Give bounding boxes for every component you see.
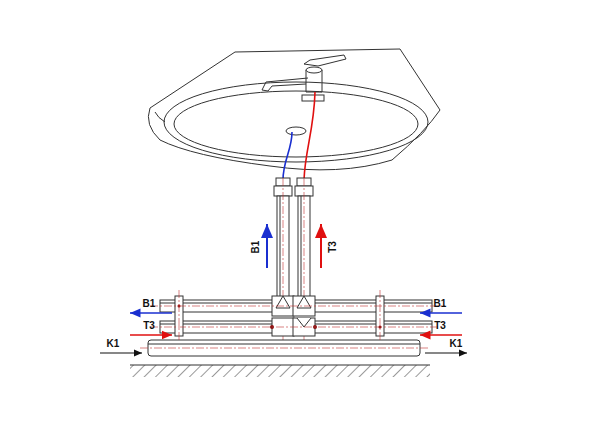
pipe-label: K1	[106, 338, 121, 350]
pipe-label: B1	[142, 298, 157, 310]
pipe-label: T3	[433, 320, 447, 332]
pipe-label: T3	[327, 240, 339, 254]
pipe-label: B1	[250, 240, 262, 255]
pipe-label: K1	[449, 338, 464, 350]
pipe-label: T3	[142, 320, 156, 332]
pipe-label: B1	[433, 298, 448, 310]
